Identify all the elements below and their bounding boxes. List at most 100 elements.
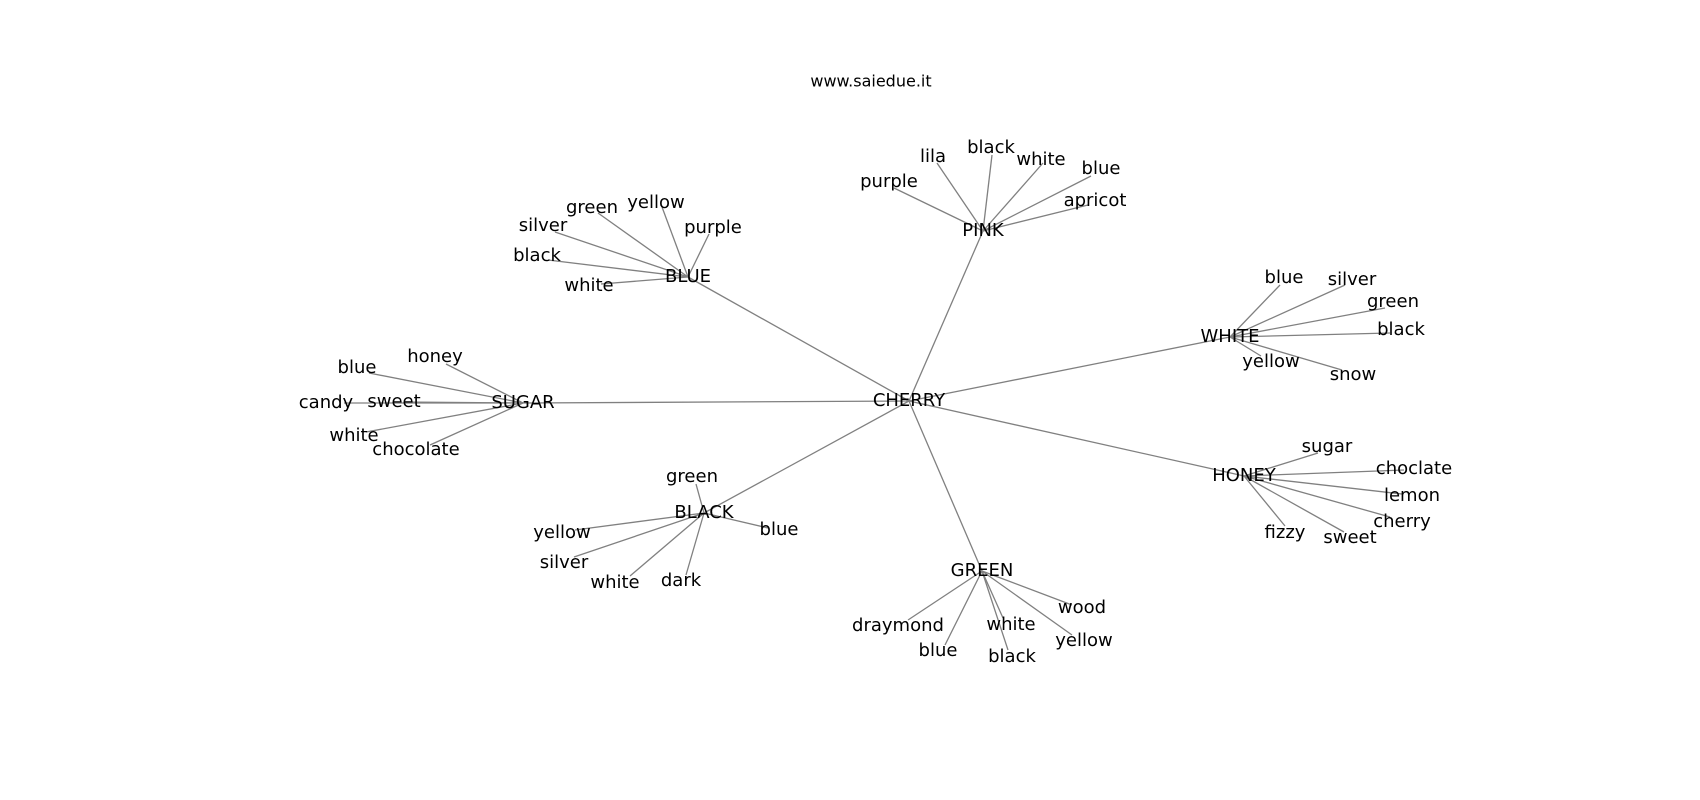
edge-blue-silver [554, 231, 689, 278]
edge-honey-choclate [1243, 469, 1405, 477]
node-leaf-honey-lemon: lemon [1384, 485, 1440, 506]
edge-green-yellow [981, 570, 1073, 636]
edge-honey-lemon [1243, 475, 1403, 495]
edge-blue-black [547, 259, 689, 278]
node-hub-white: WHITE [1200, 326, 1259, 347]
edge-root-honey [908, 400, 1245, 477]
edge-root-pink [908, 230, 984, 402]
edge-black-dark [685, 512, 705, 576]
edge-black-yellow [574, 512, 705, 531]
site-url: www.saiedue.it [810, 72, 931, 91]
edge-white-green [1229, 307, 1386, 338]
edge-pink-purple [893, 187, 984, 232]
edge-honey-sweet [1243, 475, 1345, 533]
node-leaf-black-yellow: yellow [533, 522, 590, 543]
node-leaf-green-yellow: yellow [1055, 630, 1112, 651]
node-leaf-sugar-honey: honey [407, 346, 463, 367]
node-leaf-black-green: green [666, 466, 718, 487]
node-leaf-sugar-blue: blue [338, 357, 377, 378]
edge-black-green [695, 483, 705, 514]
edge-sugar-chocolate [429, 402, 524, 446]
node-leaf-blue-white: white [564, 275, 613, 296]
node-leaf-blue-black: black [513, 245, 561, 266]
edge-pink-apricot [982, 204, 1089, 232]
edge-white-blue [1229, 284, 1281, 338]
edge-honey-cherry [1243, 475, 1391, 518]
node-leaf-blue-green: green [566, 197, 618, 218]
edge-root-white [908, 336, 1231, 402]
node-leaf-honey-sugar: sugar [1302, 436, 1353, 457]
edge-green-wood [981, 570, 1073, 606]
edge-green-blue [944, 570, 983, 646]
node-leaf-sugar-chocolate: chocolate [372, 439, 459, 460]
node-leaf-pink-apricot: apricot [1064, 190, 1127, 211]
node-leaf-green-blue: blue [919, 640, 958, 661]
edge-root-black [703, 400, 910, 514]
edge-pink-lila [936, 162, 984, 232]
node-leaf-black-white: white [590, 572, 639, 593]
node-leaf-white-silver: silver [1328, 269, 1377, 290]
node-leaf-green-draymond: draymond [852, 615, 944, 636]
edge-green-white [981, 570, 1004, 619]
edge-blue-green [597, 212, 689, 278]
edge-pink-black [982, 154, 993, 232]
node-leaf-pink-black: black [967, 137, 1015, 158]
node-leaf-honey-cherry: cherry [1373, 511, 1431, 532]
node-hub-black: BLACK [674, 502, 734, 523]
node-leaf-white-snow: snow [1330, 364, 1377, 385]
node-leaf-green-black: black [988, 646, 1036, 667]
node-hub-pink: PINK [962, 220, 1005, 241]
node-leaf-blue-purple: purple [684, 217, 742, 238]
edge-white-silver [1229, 284, 1346, 338]
node-leaf-blue-yellow: yellow [627, 192, 684, 213]
edge-black-silver [573, 512, 705, 558]
node-hub-honey: HONEY [1212, 465, 1277, 486]
edge-sugar-sweet [403, 401, 524, 404]
edge-sugar-white [365, 402, 524, 433]
edge-green-black [981, 570, 1009, 651]
node-leaf-pink-purple: purple [860, 171, 918, 192]
edge-honey-sugar [1243, 452, 1319, 477]
node-leaf-green-wood: wood [1058, 597, 1106, 618]
edge-pink-white [982, 162, 1044, 232]
edge-root-sugar [522, 400, 910, 404]
node-leaf-black-dark: dark [661, 570, 702, 591]
node-leaf-pink-blue: blue [1082, 158, 1121, 179]
node-leaf-honey-choclate: choclate [1376, 458, 1452, 479]
node-leaf-white-black: black [1377, 319, 1425, 340]
graph-edges [344, 154, 1405, 651]
node-leaf-white-yellow: yellow [1242, 351, 1299, 372]
node-leaf-green-white: white [986, 614, 1035, 635]
edge-pink-blue [982, 175, 1092, 232]
node-leaf-blue-silver: silver [519, 215, 568, 236]
node-hub-blue: BLUE [665, 266, 711, 287]
edge-green-draymond [907, 570, 983, 621]
node-leaf-sugar-candy: candy [299, 392, 354, 413]
edge-blue-purple [687, 233, 710, 278]
node-leaf-honey-sweet: sweet [1323, 527, 1376, 548]
edge-white-black [1229, 332, 1391, 338]
edge-sugar-blue [368, 372, 524, 404]
edge-blue-yellow [661, 206, 689, 278]
node-leaf-white-green: green [1367, 291, 1419, 312]
node-leaf-black-blue: blue [760, 519, 799, 540]
edge-white-yellow [1229, 336, 1262, 357]
node-leaf-sugar-white: white [329, 425, 378, 446]
edge-honey-fizzy [1243, 475, 1286, 527]
edge-root-green [908, 400, 983, 572]
node-leaf-sugar-sweet: sweet [367, 391, 420, 412]
edge-root-blue [687, 276, 910, 402]
node-leaf-pink-lila: lila [920, 146, 946, 167]
node-root: CHERRY [873, 390, 946, 411]
edge-blue-white [600, 276, 689, 285]
node-leaf-honey-fizzy: fizzy [1265, 522, 1306, 543]
edge-black-blue [703, 512, 769, 529]
node-leaf-white-blue: blue [1265, 267, 1304, 288]
node-leaf-black-silver: silver [540, 552, 589, 573]
node-leaf-pink-white: white [1016, 149, 1065, 170]
node-hub-green: GREEN [951, 560, 1014, 581]
edge-white-snow [1229, 336, 1343, 371]
edge-black-white [629, 512, 705, 577]
